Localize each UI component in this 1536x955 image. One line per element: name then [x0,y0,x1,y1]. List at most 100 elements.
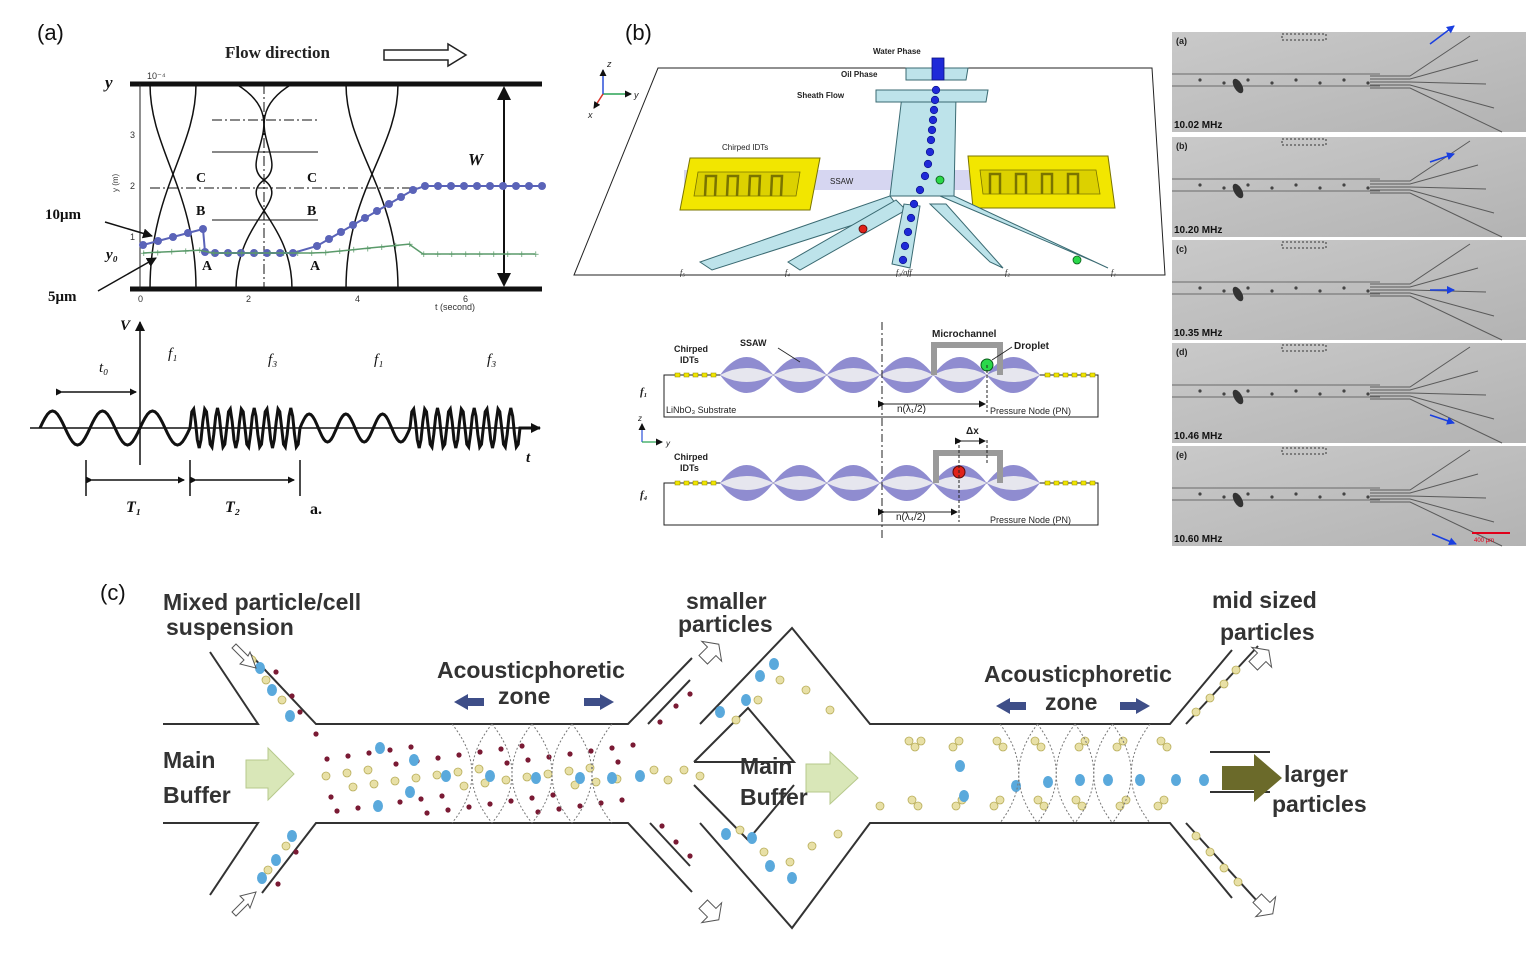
trajectory-5um-point: + [294,249,302,259]
point-label-c1: C [196,171,206,186]
smaller-label-line-2: particles [678,611,773,637]
particle-dot [1198,78,1202,82]
large-particle [1199,774,1209,786]
mid-particle [995,795,1005,805]
small-particle [366,750,372,756]
chirped-label-f4: Chirped [674,452,708,462]
frame-label: (c) [1176,244,1187,254]
zone-2-right-arrow-icon [1120,698,1150,714]
small-particle [687,853,693,859]
droplet [930,95,940,105]
small-particle [657,719,663,725]
frame-label: (b) [1176,141,1188,151]
mid-outlet-bottom-arrow-icon [1252,893,1277,918]
mid-particle [1159,795,1169,805]
mid-particle [474,764,484,774]
large-particle [255,662,265,674]
trajectory-10um-point [460,182,468,190]
chirped-idts-label: Chirped IDTs [722,143,768,152]
particle-dot [1246,183,1250,187]
trajectory-5um-point: + [280,249,288,259]
trajectory-10um-point [373,207,381,215]
trajectory-10um-point [154,237,162,245]
zone-1-label-line-1: Acousticphoretic [437,657,625,683]
mid-particle [1071,795,1081,805]
mid-particle [1219,679,1229,689]
mid-particle [992,736,1002,746]
outlet-channel [1370,189,1495,214]
wave-line [1037,723,1057,824]
mid-particle [1191,831,1201,841]
water-phase-inlet [931,57,945,81]
mid-particle [543,769,553,779]
outlet-channel [1370,395,1495,420]
idt-pad [674,480,681,486]
small-particle [408,744,414,750]
large-particle [721,828,731,840]
outlet-channel [1370,289,1487,293]
frame-label: (a) [1176,36,1187,46]
zone-1-right-arrow-icon [584,694,614,710]
large-particle [1075,774,1085,786]
trajectory-5um-point: + [350,246,358,256]
outlet-channel [1370,392,1487,396]
particle-dot [1318,186,1322,190]
trajectory-5um-point: + [238,249,246,259]
small-particle [324,756,330,762]
particle-dot [1198,389,1202,393]
ssaw-lobe-core [720,368,774,382]
mid-particle [663,775,673,785]
idt-pad [1044,372,1051,378]
idt-pad [710,480,717,486]
particle-dot [1246,286,1250,290]
large-particle [257,872,267,884]
outlet-f2-label: f₂ [1005,268,1010,277]
small-particle [466,804,472,810]
mid-particle [954,736,964,746]
y-unit-label: y (m) [111,173,120,192]
mid-particle [369,779,379,789]
mid-particle [263,865,273,875]
main-buffer-1-line-1: Main [163,747,215,773]
large-particle [285,710,295,722]
droplet [920,171,930,181]
mid-particle [807,841,817,851]
point-label-a2: A [310,259,321,274]
particle-dot [1294,183,1298,187]
trajectory-5um-point: + [196,246,204,256]
idt-pad [674,372,681,378]
microchannel-f4 [933,450,1003,483]
trajectory-10um-point [409,186,417,194]
deflection-arrow [1429,152,1455,163]
idt-pad [1080,480,1087,486]
ssaw-lobe-core [720,476,774,490]
size-5um-pointer [97,257,157,292]
wave-line [999,723,1020,824]
trajectory-5um-point: + [406,240,414,250]
idts-label-f4: IDTs [680,463,699,473]
mid-particle [570,780,580,790]
mid-particle [1205,847,1215,857]
half-lambda-4-label: n(λ₄/2) [896,512,926,523]
trajectory-10um-point [486,182,494,190]
trajectory-5um-point: + [420,250,428,260]
flow-direction-arrow-icon [383,42,468,68]
mid-particle [1118,736,1128,746]
outlet-channel [1370,59,1479,80]
trajectory-10um-point [512,182,520,190]
mixed-label-line-1: Mixed particle/cell [163,589,361,615]
axis-x-label: x [587,110,593,120]
mid-particle [1074,742,1084,752]
particle-dot [1318,81,1322,85]
small-particle [424,810,430,816]
particle-dot [1246,389,1250,393]
trajectory-5um-point: + [224,249,232,259]
debris [1232,286,1244,302]
ssaw-lobe-core [880,476,934,490]
frame-label: (d) [1176,347,1188,357]
mid-particle [277,695,287,705]
pressure-node-label-f1: Pressure Node (PN) [990,406,1071,416]
mid-particle [916,736,926,746]
roi-box [1281,241,1327,249]
small-particle [275,881,281,887]
